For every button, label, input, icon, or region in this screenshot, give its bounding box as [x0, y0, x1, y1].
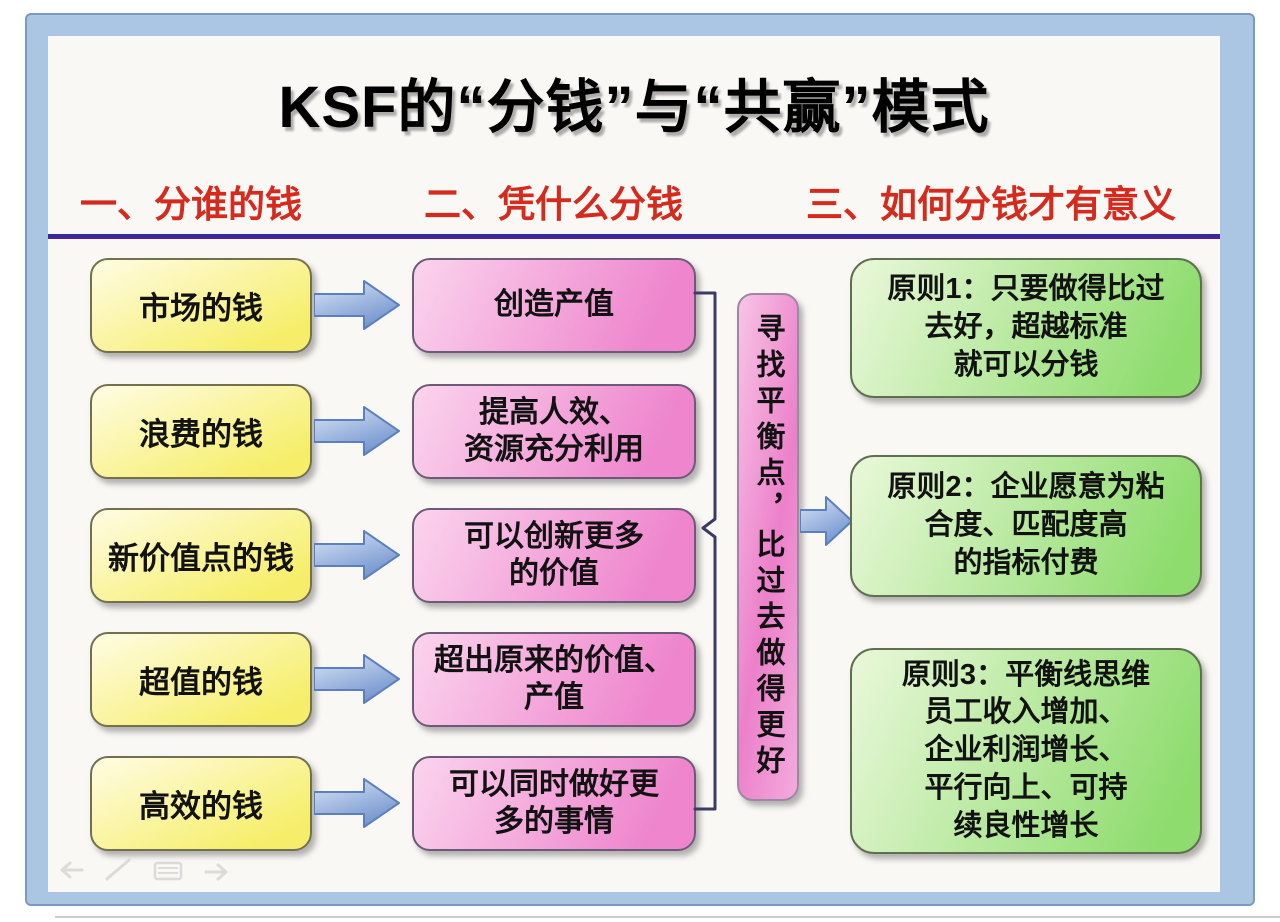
flow-arrow-icon	[314, 778, 400, 828]
next-slide-arrow-icon[interactable]	[197, 856, 233, 886]
principle-1-text: 原则1：只要做得比过 去好，超越标准 就可以分钱	[887, 271, 1164, 384]
pen-icon[interactable]	[101, 854, 137, 884]
money-box-market: 市场的钱	[90, 258, 312, 353]
flow-arrow-icon	[314, 530, 400, 580]
basis-text: 超出原来的价值、 产值	[434, 643, 674, 714]
flow-arrow-icon	[314, 654, 400, 704]
basis-box-output: 创造产值	[412, 258, 696, 353]
flow-arrow-icon	[314, 406, 400, 456]
section-header-3: 三、如何分钱才有意义	[806, 184, 1176, 225]
header-divider	[48, 234, 1220, 239]
balance-arrow-icon	[800, 496, 853, 546]
principle-2-body: 企业愿意为粘 合度、匹配度高 的指标付费	[924, 471, 1165, 579]
brace-connector	[693, 291, 717, 811]
slide-menu-icon[interactable]	[150, 856, 186, 886]
balance-point-box: 寻找平衡点，比过去做得更好	[737, 293, 799, 801]
money-box-excess: 超值的钱	[90, 632, 312, 727]
basis-box-exceed-value: 超出原来的价值、 产值	[412, 632, 696, 727]
principle-3-text: 原则3：平衡线思维 员工收入增加、 企业利润增长、 平行向上、可持 续良性增长	[902, 657, 1150, 845]
basis-text: 提高人效、 资源充分利用	[464, 395, 644, 466]
bottom-hairline	[55, 916, 1280, 918]
previous-slide-arrow-icon[interactable]	[55, 854, 91, 884]
principle-1-label: 原则1：	[887, 273, 991, 306]
basis-box-innovation: 可以创新更多 的价值	[412, 508, 696, 603]
principle-box-1: 原则1：只要做得比过 去好，超越标准 就可以分钱	[850, 258, 1202, 398]
basis-box-multitask: 可以同时做好更 多的事情	[412, 756, 696, 851]
slide-title: KSF的“分钱”与“共赢”模式	[278, 75, 990, 140]
money-box-efficiency: 高效的钱	[90, 756, 312, 851]
basis-text: 可以同时做好更 多的事情	[449, 767, 659, 838]
principle-3-label: 原则3：	[901, 658, 1006, 691]
section-header-1: 一、分谁的钱	[80, 184, 302, 225]
principle-3-body: 平衡线思维 员工收入增加、 企业利润增长、 平行向上、可持 续良性增长	[924, 658, 1151, 842]
money-box-new-value: 新价值点的钱	[90, 508, 312, 603]
principle-box-2: 原则2：企业愿意为粘 合度、匹配度高 的指标付费	[850, 455, 1202, 597]
principle-2-text: 原则2：企业愿意为粘 合度、匹配度高 的指标付费	[887, 469, 1164, 582]
principle-2-label: 原则2：	[887, 471, 991, 504]
balance-point-text: 寻找平衡点，比过去做得更好	[752, 313, 784, 781]
flow-arrow-icon	[314, 280, 400, 330]
basis-text: 创造产值	[494, 288, 614, 322]
money-box-waste: 浪费的钱	[90, 384, 312, 479]
principle-1-body: 只要做得比过 去好，超越标准 就可以分钱	[924, 273, 1165, 381]
basis-box-manpower: 提高人效、 资源充分利用	[412, 384, 696, 479]
principle-box-3: 原则3：平衡线思维 员工收入增加、 企业利润增长、 平行向上、可持 续良性增长	[850, 648, 1202, 854]
basis-text: 可以创新更多 的价值	[464, 519, 644, 590]
section-header-2: 二、凭什么分钱	[424, 184, 683, 225]
